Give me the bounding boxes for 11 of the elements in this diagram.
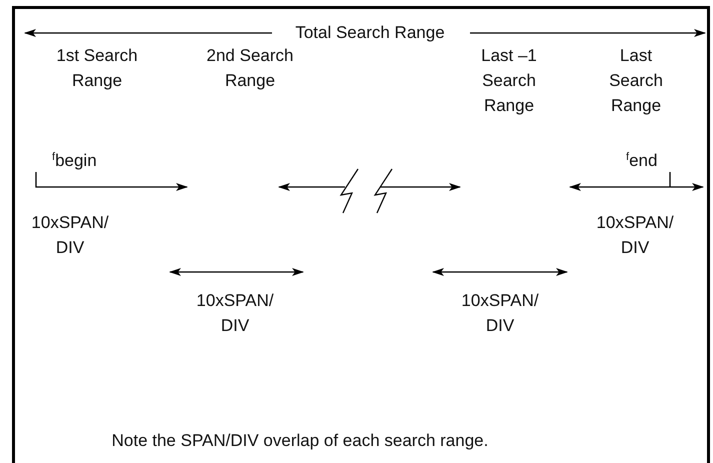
- span-label: 10xSPAN/ DIV: [460, 290, 540, 337]
- span-label: 10xSPAN/ DIV: [30, 212, 110, 259]
- range-label: 2nd Search Range: [206, 45, 294, 92]
- span-label: 10xSPAN/ DIV: [195, 290, 275, 337]
- range-label: 1st Search Range: [55, 45, 139, 92]
- span-label: 10xSPAN/ DIV: [595, 212, 675, 259]
- frequency-label: $^{f}$end: [626, 150, 658, 172]
- range-label: Last –1 Search Range: [480, 45, 538, 117]
- range-label: Last Search Range: [608, 45, 664, 117]
- frequency-label: $^{f}$begin: [52, 150, 98, 172]
- note-text: Note the SPAN/DIV overlap of each search range.: [110, 430, 490, 452]
